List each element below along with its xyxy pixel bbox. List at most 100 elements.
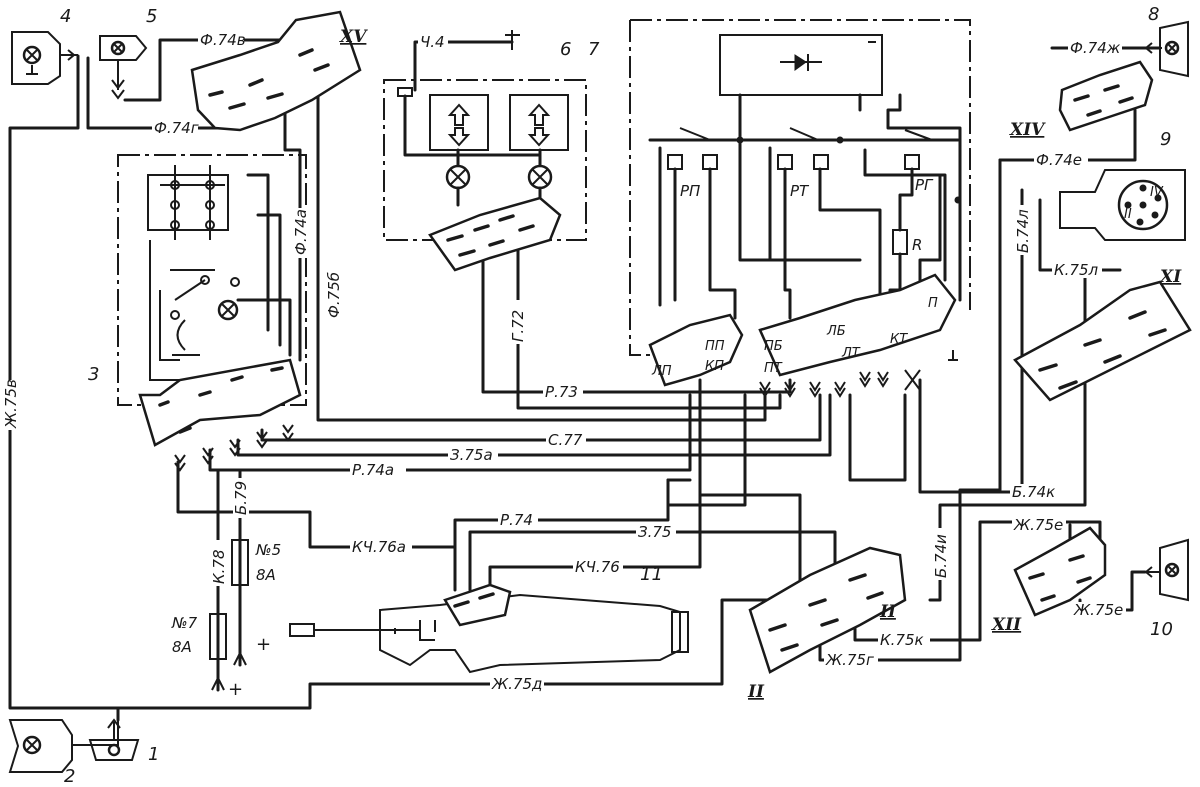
fuse-7 — [209, 613, 227, 660]
component-1-lamp — [88, 718, 140, 761]
component-7-relay-unit — [629, 19, 971, 387]
label-c2: 2 — [64, 766, 75, 787]
wire-b74k — [918, 188, 1024, 494]
label-fuse5-no: №5 — [255, 541, 281, 559]
component-9-socket — [1059, 169, 1186, 241]
label-relay-rp: РП — [680, 182, 700, 200]
label-wire-b74i: Б.74и — [932, 534, 950, 578]
block-ii — [748, 546, 907, 674]
label-term-p: П — [928, 296, 938, 311]
wire-kch76 — [488, 493, 802, 602]
component-11-lever-switch — [289, 583, 689, 674]
label-pin-iv: IV — [1150, 185, 1164, 200]
label-term-lt: ЛТ — [841, 346, 861, 361]
label-term-pp: ПП — [705, 339, 725, 354]
block-xv — [190, 10, 362, 132]
fuse-5 — [231, 539, 249, 586]
label-wire-zh75d: Ж.75д — [491, 675, 542, 693]
label-c3: 3 — [88, 364, 99, 385]
label-term-kt: КТ — [890, 332, 908, 347]
label-wire-f74v: Ф.74в — [200, 31, 246, 49]
wire-zh75v — [8, 54, 120, 710]
wire-b74i — [928, 268, 1087, 602]
label-term-pt: ПТ — [764, 361, 783, 376]
label-block-ii-b: II — [747, 682, 765, 702]
component-4-lamp — [11, 31, 78, 85]
label-c9: 9 — [1160, 129, 1171, 150]
component-5-lamp — [99, 35, 148, 100]
label-block-xii: XII — [991, 615, 1022, 635]
label-wire-f74g: Ф.74г — [154, 119, 199, 137]
wire-s77 — [260, 393, 822, 442]
wire-r74 — [453, 478, 692, 592]
wire-z75a — [236, 393, 832, 457]
label-pin-ii: II — [1124, 207, 1132, 222]
label-wire-ch4: Ч.4 — [420, 33, 445, 51]
label-c8: 8 — [1148, 4, 1159, 25]
label-wire-k78: К.78 — [210, 549, 228, 584]
label-wire-r74: Р.74 — [500, 511, 533, 529]
label-wire-zh75e-a: Ж.75е — [1013, 516, 1063, 534]
label-wire-k75l: К.75л — [1054, 261, 1099, 279]
wire-r73 — [481, 258, 792, 394]
label-resistor-r: R — [912, 236, 922, 254]
label-plus-a: + — [228, 679, 243, 700]
label-wire-z75: З.75 — [638, 523, 671, 541]
label-wire-f75b: Ф.75б — [325, 272, 343, 318]
label-wire-kch76: КЧ.76 — [575, 558, 620, 576]
label-wire-r73: Р.73 — [545, 383, 578, 401]
component-2-lamp — [8, 719, 119, 773]
label-term-lb: ЛБ — [826, 324, 846, 339]
label-wire-z75a: З.75а — [450, 446, 493, 464]
label-wire-zh75g: Ж.75г — [825, 651, 874, 669]
label-wire-f74a: Ф.74а — [292, 209, 310, 255]
label-relay-rt: РТ — [790, 182, 810, 200]
block-xiv — [1058, 60, 1154, 132]
label-term-kp: КП — [705, 359, 724, 374]
label-block-xiv: XIV — [1009, 120, 1046, 140]
label-wire-f74zh: Ф.74ж — [1070, 39, 1121, 57]
label-wire-s77: С.77 — [548, 431, 583, 449]
label-term-pb: ПБ — [764, 339, 783, 354]
wire-bus-3 — [848, 393, 907, 482]
label-wire-f74e: Ф.74е — [1036, 151, 1082, 169]
arrow-connectors — [505, 30, 958, 398]
label-c11: 11 — [640, 564, 663, 585]
label-wire-b79: Б.79 — [232, 481, 250, 515]
label-wire-r74a: Р.74а — [352, 461, 394, 479]
label-block-ii-a: II — [879, 602, 897, 622]
label-c7: 7 — [588, 39, 600, 60]
label-fuse5-rating: 8А — [256, 566, 276, 584]
label-wire-k75k: К.75к — [880, 631, 924, 649]
component-6-indicator — [383, 79, 587, 272]
wire-zh75g — [818, 158, 1002, 662]
label-block-xi: XI — [1159, 267, 1182, 287]
component-10-lamp — [1144, 538, 1189, 602]
wire-k75k — [853, 520, 1102, 642]
label-fuse7-rating: 8А — [172, 638, 192, 656]
label-c1: 1 — [148, 744, 159, 765]
label-wire-kch76a: КЧ.76а — [352, 538, 406, 556]
labels: 4 5 3 6 7 8 9 10 11 1 2 XV XIV XI XII II… — [2, 4, 1182, 787]
label-plus-b: + — [256, 634, 271, 655]
label-relay-rg: РГ — [915, 176, 934, 194]
label-wire-g72: Г.72 — [509, 310, 527, 342]
label-term-lp: ЛП — [651, 364, 672, 379]
wire-ch4 — [413, 40, 514, 92]
label-wire-b74k: Б.74к — [1012, 483, 1055, 501]
label-wire-b74l: Б.74л — [1014, 209, 1032, 253]
fuses — [209, 539, 249, 691]
label-c10: 10 — [1150, 619, 1173, 640]
label-c4: 4 — [60, 6, 71, 27]
label-fuse7-no: №7 — [171, 614, 198, 632]
label-c6: 6 — [560, 39, 571, 60]
wire-bus-1 — [666, 393, 747, 507]
component-8-lamp — [1144, 20, 1189, 78]
label-c5: 5 — [146, 6, 157, 27]
label-wire-zh75e-b: Ж.75е — [1073, 601, 1123, 619]
block-xi — [1013, 280, 1192, 402]
wire-k75l — [1038, 198, 1122, 272]
label-block-xv: XV — [339, 27, 368, 47]
block-xii — [1013, 526, 1107, 617]
